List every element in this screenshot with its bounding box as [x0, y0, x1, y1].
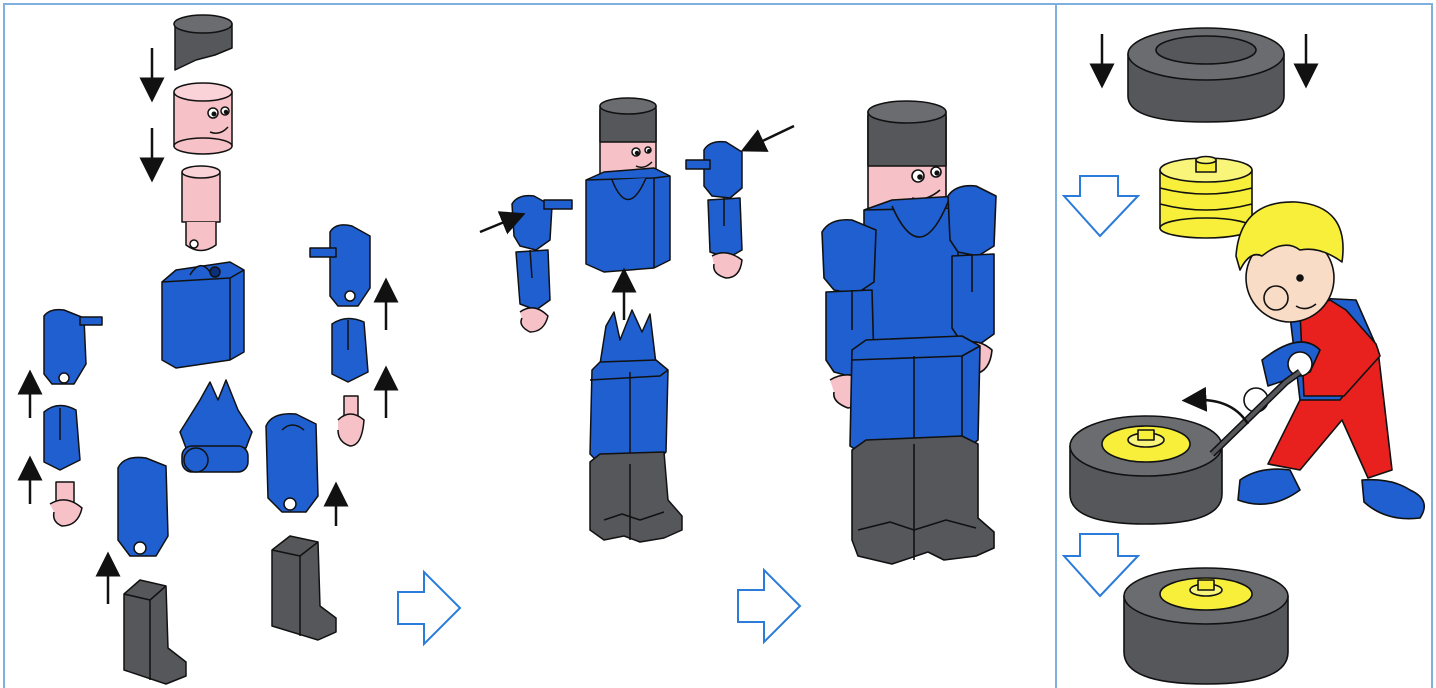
left-hand-part — [50, 482, 82, 526]
right-boot-part — [272, 536, 336, 640]
left-forearm-part — [44, 405, 80, 470]
right-forearm-part — [332, 318, 368, 382]
right-upper-arm-part — [310, 225, 370, 306]
torso-part — [162, 262, 244, 368]
down-outline-arrow-icon — [1064, 534, 1138, 596]
left-thigh-part — [118, 457, 168, 556]
hair-cap-part — [174, 15, 232, 70]
finished-wheel — [1124, 568, 1288, 684]
wheel-tire-assembly — [1070, 28, 1424, 684]
neck-peg-part — [182, 166, 220, 251]
figure-parts-exploded — [44, 15, 370, 684]
right-thigh-part — [266, 414, 318, 512]
tire-part — [1128, 28, 1284, 122]
legs-assembly — [590, 310, 682, 542]
boy-character — [1212, 202, 1424, 519]
legs-assembly — [850, 336, 994, 564]
left-arm-assembly — [512, 196, 572, 332]
down-outline-arrow-icon — [1064, 176, 1138, 236]
right-arm-assembly — [686, 142, 742, 278]
torso-part — [586, 168, 670, 272]
hip-connector-part — [180, 380, 252, 472]
hub-part — [1160, 157, 1252, 239]
figure-partially-assembled — [512, 98, 742, 542]
curved-arrow-icon — [1194, 400, 1248, 424]
left-boot-part — [124, 580, 186, 684]
tire-mounting — [1070, 416, 1222, 524]
right-outline-arrow-icon — [738, 570, 800, 642]
figure-assembled — [822, 101, 996, 564]
left-upper-arm-part — [44, 310, 102, 384]
head-part — [174, 83, 232, 154]
right-outline-arrow-icon — [398, 572, 460, 644]
head-part — [600, 98, 656, 180]
right-hand-part — [338, 396, 364, 446]
